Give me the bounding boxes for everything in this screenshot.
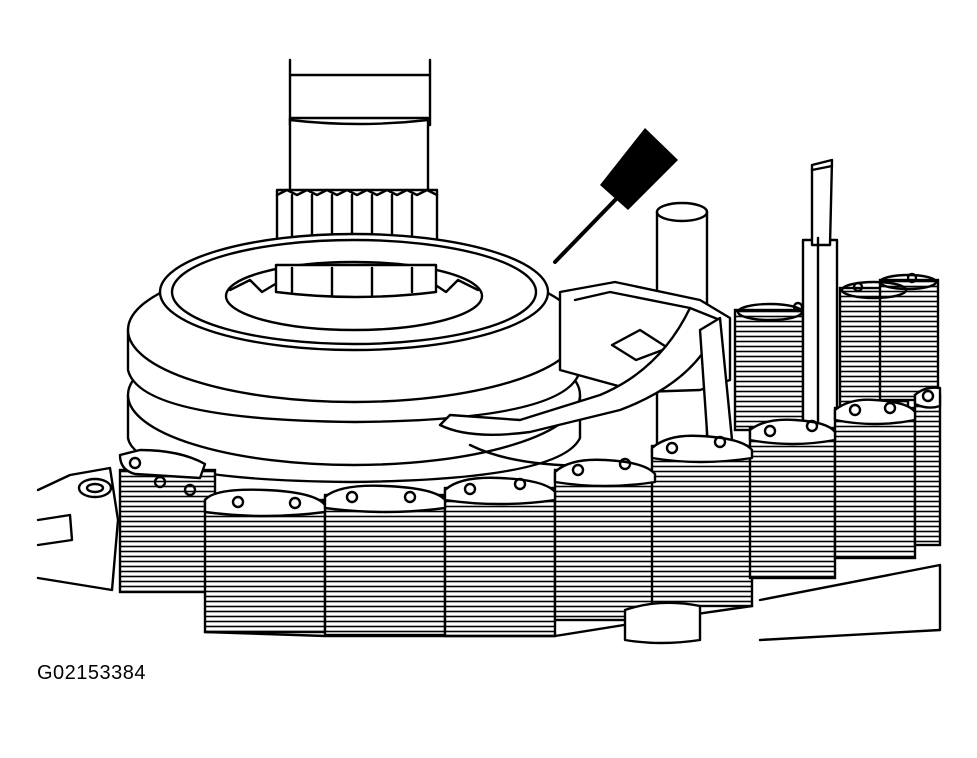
case-outline xyxy=(36,466,942,642)
arrow-icon xyxy=(553,128,678,264)
clutch-stacks-rear xyxy=(733,272,940,432)
clutch-stacks-front xyxy=(118,386,942,638)
clutch-drum xyxy=(126,232,582,484)
figure-id-label: G02153384 xyxy=(37,662,147,684)
case-floor xyxy=(203,601,754,645)
screwdriver xyxy=(801,158,839,462)
input-shaft xyxy=(288,58,432,200)
removal-tool xyxy=(438,280,737,477)
